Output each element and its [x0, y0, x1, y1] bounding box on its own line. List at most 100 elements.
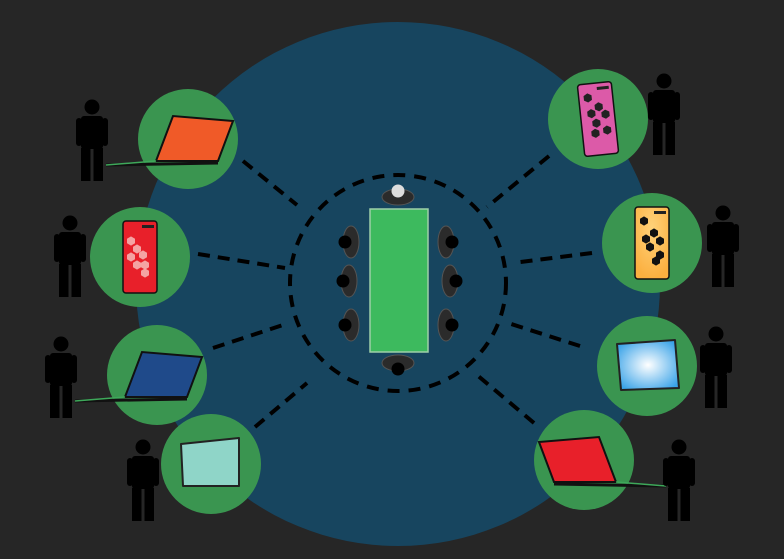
person-head — [62, 215, 78, 231]
person-head — [708, 326, 724, 342]
person-right-leg — [680, 488, 690, 521]
connector-line-left-4 — [253, 381, 309, 429]
person-torso — [712, 222, 734, 255]
remote-participant-right-2 — [602, 193, 702, 293]
phone-status-bar — [654, 211, 666, 214]
person-head — [715, 205, 731, 221]
chair-5 — [441, 264, 463, 298]
person-torso — [59, 232, 81, 265]
hex-dot — [650, 228, 658, 238]
hex-dot — [594, 102, 603, 112]
hex-dot — [127, 252, 135, 262]
person-right-arm — [102, 118, 108, 146]
hex-dot — [601, 109, 610, 119]
remote-participant-left-4 — [161, 414, 261, 514]
laptop-base — [74, 397, 188, 403]
person-torso — [668, 456, 690, 489]
chair-3 — [338, 308, 360, 342]
remote-participant-left-1 — [105, 89, 238, 189]
connector-line-left-1 — [241, 159, 299, 207]
chair-8 — [381, 354, 415, 376]
person-left-arm — [707, 224, 713, 252]
person-left-leg — [59, 264, 69, 297]
phone-icon — [634, 206, 670, 280]
person-silhouette-right-2 — [707, 205, 739, 287]
laptop-screen — [123, 350, 204, 398]
chair-4 — [437, 225, 459, 259]
connector-line-right-3 — [507, 321, 581, 348]
laptop-screen — [537, 435, 618, 483]
connector-line-right-4 — [475, 373, 536, 425]
chair-person-head — [445, 235, 459, 249]
person-right-arm — [674, 92, 680, 120]
connector-line-right-2 — [512, 251, 593, 265]
person-left-arm — [700, 345, 706, 373]
chair-person-head — [336, 274, 350, 288]
hex-dot — [652, 256, 660, 266]
chair-6 — [437, 308, 459, 342]
person-left-arm — [127, 458, 133, 486]
hex-dot — [602, 125, 612, 135]
chair-person-head — [445, 318, 459, 332]
laptop-base-edge — [615, 481, 667, 487]
person-torso — [705, 343, 727, 376]
hex-dot — [646, 242, 654, 252]
phone-icon — [122, 220, 158, 294]
person-head — [135, 439, 151, 455]
person-left-leg — [705, 375, 715, 408]
hex-dot — [133, 244, 141, 254]
hex-dot — [583, 93, 592, 103]
laptop-icon — [105, 114, 235, 167]
person-left-leg — [668, 488, 678, 521]
chair-1 — [338, 225, 360, 259]
person-head — [84, 99, 100, 115]
hex-dot — [587, 109, 596, 119]
person-left-leg — [653, 122, 663, 155]
connector-line-left-3 — [212, 323, 284, 350]
person-torso — [81, 116, 103, 149]
person-silhouette-left-1 — [76, 99, 108, 181]
person-right-arm — [153, 458, 159, 486]
person-torso — [653, 90, 675, 123]
person-silhouette-left-3 — [45, 336, 77, 418]
person-right-leg — [717, 375, 727, 408]
room-dashed-ring — [288, 173, 508, 393]
person-silhouette-right-1 — [648, 73, 680, 155]
chair-person-head — [338, 235, 352, 249]
tablet-icon — [616, 339, 680, 391]
person-silhouette-right-4 — [663, 439, 695, 521]
hex-dot — [592, 118, 601, 128]
remote-participant-right-4 — [534, 410, 667, 510]
laptop-base-edge — [74, 396, 126, 402]
chair-person-head — [391, 184, 405, 198]
remote-participant-right-3 — [597, 316, 697, 416]
person-left-leg — [50, 385, 60, 418]
hex-dot — [656, 236, 664, 246]
tablet-screen — [616, 339, 680, 391]
hex-dot — [141, 268, 149, 278]
person-right-leg — [144, 488, 154, 521]
person-right-leg — [62, 385, 72, 418]
hex-dot — [642, 234, 650, 244]
remote-participant-right-1 — [548, 69, 648, 169]
remote-participant-left-3 — [74, 325, 207, 425]
remote-participant-left-2 — [90, 207, 190, 307]
person-left-leg — [132, 488, 142, 521]
person-right-leg — [93, 148, 103, 181]
person-right-arm — [71, 355, 77, 383]
laptop-icon — [74, 350, 204, 403]
person-right-arm — [726, 345, 732, 373]
hex-dot — [133, 260, 141, 270]
person-right-leg — [71, 264, 81, 297]
laptop-base — [105, 161, 219, 167]
person-head — [53, 336, 69, 352]
phone-status-bar — [142, 225, 154, 228]
person-right-leg — [665, 122, 675, 155]
person-head — [656, 73, 672, 89]
person-left-arm — [663, 458, 669, 486]
hex-dot — [139, 250, 147, 260]
person-torso — [132, 456, 154, 489]
hex-dot — [141, 260, 149, 270]
